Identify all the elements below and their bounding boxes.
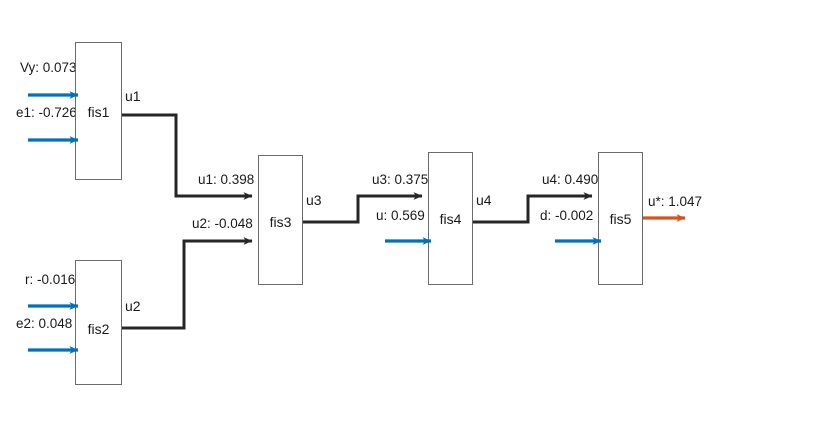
port-label-fis1-u1: u1 — [125, 88, 141, 104]
wire-fis2-to-fis3 — [122, 237, 253, 330]
signal-label-u3: u3: 0.375 — [372, 172, 429, 187]
fis-block-label: fis2 — [87, 321, 110, 337]
wire-fis4-to-fis5 — [473, 192, 593, 224]
port-label-fis3-u3: u3 — [306, 192, 322, 208]
input-label-e1: e1: -0.726 — [16, 105, 77, 120]
fis-block-label: fis1 — [87, 104, 110, 120]
signal-label-u2: u2: -0.048 — [192, 216, 253, 231]
signal-label-u1: u1: 0.398 — [198, 172, 255, 187]
fis-block-label: fis3 — [269, 214, 292, 230]
fis-block-fis4[interactable]: fis4 — [428, 152, 473, 285]
fis-block-fis2[interactable]: fis2 — [75, 260, 122, 385]
input-label-e2: e2: 0.048 — [16, 316, 73, 331]
wire-fis3-to-fis4 — [303, 192, 423, 224]
signal-label-u4: u4: 0.490 — [542, 172, 599, 187]
fis-block-fis5[interactable]: fis5 — [598, 152, 643, 285]
fis-block-label: fis5 — [609, 211, 632, 227]
fis-block-label: fis4 — [439, 211, 462, 227]
input-label-u: u: 0.569 — [376, 208, 425, 223]
output-label-u-star: u*: 1.047 — [648, 194, 703, 209]
input-label-d: d: -0.002 — [540, 208, 594, 223]
fis-block-fis1[interactable]: fis1 — [75, 42, 122, 180]
fis-block-fis3[interactable]: fis3 — [258, 155, 303, 285]
wire-fis1-to-fis3 — [122, 113, 253, 200]
input-label-vy: Vy: 0.073 — [20, 60, 77, 75]
port-label-fis4-u4: u4 — [476, 192, 492, 208]
port-label-fis2-u2: u2 — [125, 298, 141, 314]
input-label-r: r: -0.016 — [25, 272, 76, 287]
